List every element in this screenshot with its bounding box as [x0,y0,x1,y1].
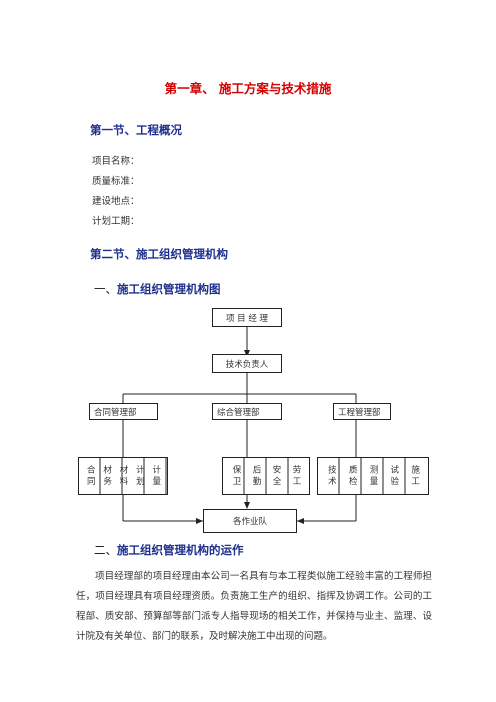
field-construction-site: 建设地点： [92,196,140,207]
subsection1-number: 一、 [94,282,117,296]
operation-paragraph: 项目经理部的项目经理由本公司一名具有与本工程类似施工经验丰富的工程师担任，项目经… [76,571,432,642]
org-unit: 后勤 [251,464,261,488]
org-dept-general: 综合管理部 [212,403,282,420]
org-units-group-engineering: 技术 质检 测量 试验 施工 [317,457,429,495]
section1-title: 第一节、工程概况 [90,123,182,137]
subsection1-title: 施工组织管理机构图 [117,282,221,296]
org-project-manager: 项 目 经 理 [212,308,282,327]
org-dept-engineering: 工程管理部 [333,403,391,420]
org-dept-contract: 合同管理部 [89,403,158,420]
org-unit: 劳工 [291,464,301,488]
subsection2-title: 施工组织管理机构的运作 [117,543,244,557]
org-unit: 安全 [271,464,281,488]
field-project-name: 项目名称： [92,156,140,167]
org-unit: 计划 [134,464,145,488]
org-unit: 计量 [150,464,161,488]
org-unit: 材料 [117,464,128,488]
org-unit: 施工 [409,464,420,488]
org-unit: 技术 [326,464,337,488]
org-units-group-contract: 合同 材务 材料 计划 计量 [78,457,168,495]
org-work-teams: 各作业队 [203,509,297,533]
field-quality-standard: 质量标准： [92,176,140,187]
org-unit: 试验 [388,464,399,488]
org-unit: 合同 [85,464,96,488]
org-unit: 保卫 [231,464,241,488]
subsection2-number: 二、 [94,543,117,557]
field-planned-period: 计划工期： [92,216,140,227]
subsection2-heading: 二、施工组织管理机构的运作 [94,542,244,558]
org-unit: 材务 [101,464,112,488]
org-unit: 测量 [367,464,378,488]
org-technical-head: 技术负责人 [212,354,282,373]
org-unit: 质检 [347,464,358,488]
section2-title: 第二节、施工组织管理机构 [90,247,228,261]
chapter-title: 第一章、 施工方案与技术措施 [164,81,332,96]
subsection1-heading: 一、施工组织管理机构图 [94,281,221,297]
